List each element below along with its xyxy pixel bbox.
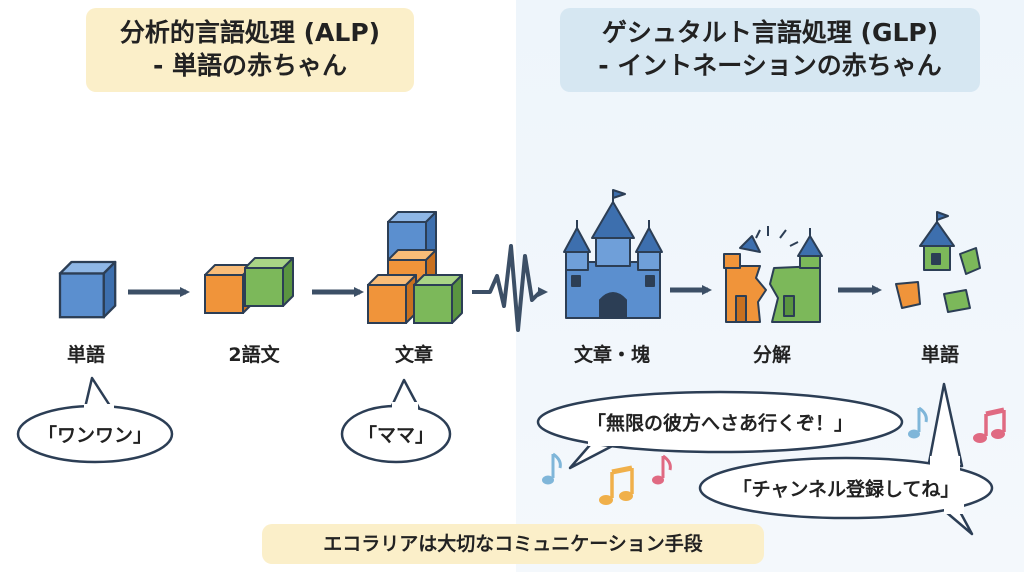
glp-title-box: ゲシュタルト言語処理 (GLP) - イントネーションの赤ちゃん (560, 8, 980, 92)
music-note-icon (542, 452, 562, 485)
music-note-icon (908, 406, 928, 439)
music-note-icon (652, 454, 672, 485)
glp-stage-breakdown-label: 分解 (752, 344, 792, 366)
glp-stage-chunk-label: 文章・塊 (573, 344, 651, 366)
bubble-text-infinity: 「無限の彼方へさあ行くぞ！」 (586, 412, 854, 435)
alp-stage-two-word-label: 2語文 (228, 344, 280, 366)
alp-stage-word-label: 単語 (66, 344, 106, 366)
music-note-icon (599, 465, 634, 505)
broken-castle-icon (723, 226, 823, 323)
speech-bubble (926, 382, 964, 470)
alp-stage-sentence-label: 文章 (394, 344, 434, 366)
alp-title-box: 分析的言語処理 (ALP) - 単語の赤ちゃん (86, 8, 414, 92)
speech-bubble (536, 390, 904, 454)
cube-icon (58, 260, 117, 319)
glp-title-line2: - イントネーションの赤ちゃん (598, 51, 942, 80)
bubble-text-wanwan: 「ワンワン」 (37, 424, 153, 447)
music-note-icon (973, 407, 1006, 443)
cube-stack-icon (367, 211, 463, 324)
two-cubes-icon (204, 257, 294, 314)
bubble-text-mama: 「ママ」 (357, 424, 435, 447)
alp-title-line2: - 単語の赤ちゃん (152, 51, 348, 80)
glp-stage-word-label: 単語 (920, 344, 960, 366)
waveform-icon (472, 244, 548, 332)
alp-title-line1: 分析的言語処理 (ALP) (119, 18, 381, 47)
castle-icon (563, 189, 663, 319)
speech-bubble (698, 456, 994, 520)
glp-title-line1: ゲシュタルト言語処理 (GLP) (601, 18, 939, 47)
footer-caption: エコラリアは大切なコミュニケーション手段 (262, 524, 764, 564)
bubble-text-channel: 「チャンネル登録してね」 (732, 478, 960, 501)
castle-pieces-icon (895, 211, 981, 313)
